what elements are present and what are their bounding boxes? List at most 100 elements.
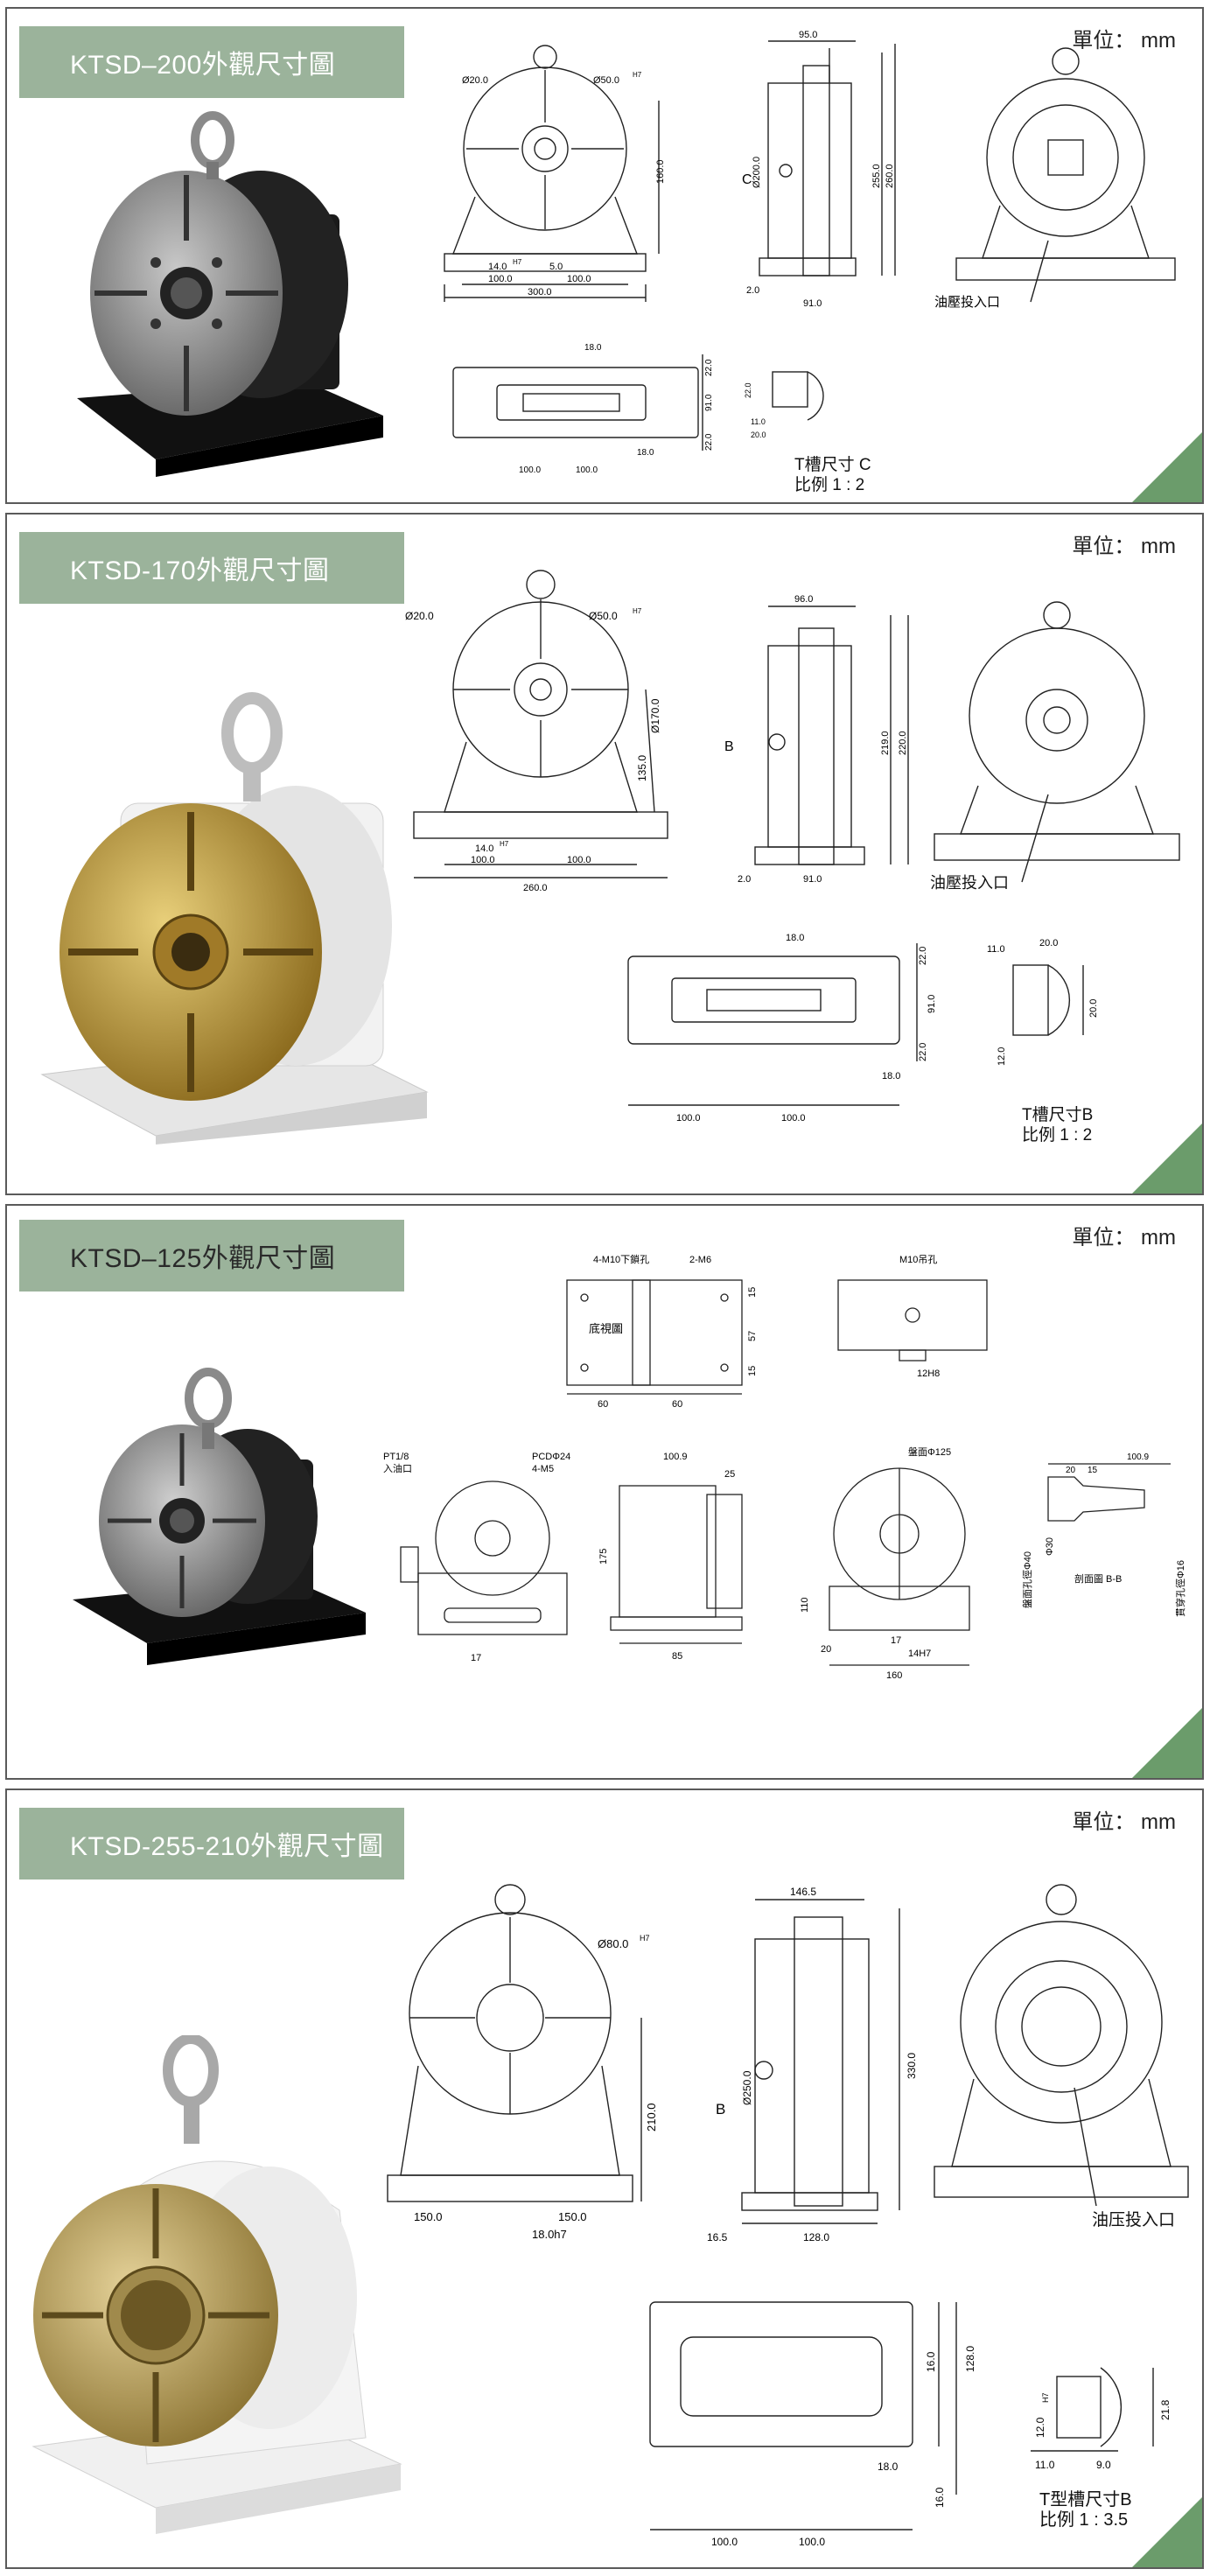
dim-side-h2: 260.0 <box>885 164 895 188</box>
dim-bottom-w1: 60 <box>598 1399 608 1410</box>
dim-top-12: 12H8 <box>917 1368 940 1379</box>
slot-detail-drawing: 11.0 20.0 20.0 12.0 <box>987 938 1099 1066</box>
dim-side-b1: 16.5 <box>707 2231 728 2244</box>
product-photo <box>40 692 429 1144</box>
dim-d2-sup: H7 <box>633 607 642 615</box>
front-view-drawing: Ø80.0 H7 210.0 150.0 150.0 18.0h7 <box>387 1884 658 2241</box>
dim-slot-a: 22.0 <box>744 382 752 398</box>
unit-label: 單位： mm <box>1072 29 1176 52</box>
dim-f-m5: 4-M5 <box>532 1464 554 1474</box>
dim-d1: Ø80.0 <box>598 1937 628 1950</box>
dim-side-b2: 91.0 <box>803 874 822 885</box>
dim-side-d: Ø200.0 <box>752 157 762 188</box>
dim-bottom-a: 4-M10下鎖孔 <box>593 1253 649 1265</box>
dim-top-c: 91.0 <box>704 394 714 411</box>
dim-r-14: 14H7 <box>908 1648 931 1659</box>
dim-top-g: 100.0 <box>781 1113 806 1124</box>
slot-note-line1: T型槽尺寸B <box>1039 2490 1132 2510</box>
dim-d2: Ø50.0 <box>589 610 618 622</box>
oil-inlet-label: 油壓投入口 <box>934 295 1000 310</box>
product-photo <box>73 1368 366 1665</box>
dim-slot-a: 12.0 <box>1034 2417 1046 2438</box>
top-view-drawing: 18.0 22.0 91.0 22.0 18.0 100.0 100.0 <box>627 933 937 1124</box>
dim-front-w2: 100.0 <box>488 274 513 284</box>
dim-x-w: 100.9 <box>1127 1452 1149 1462</box>
bottom-view-drawing: 4-M10下鎖孔 2-M6 底視圖 60 60 15 57 15 <box>566 1253 758 1410</box>
dim-front-h: 210.0 <box>645 2103 658 2132</box>
corner-accent <box>1132 1708 1202 1778</box>
dim-side-top: 95.0 <box>799 30 817 40</box>
slot-detail-drawing: 22.0 11.0 20.0 <box>744 371 824 439</box>
top-view-drawing: M10吊孔 12H8 <box>837 1254 988 1379</box>
dim-side-h: 330.0 <box>906 2053 918 2079</box>
dim-x-d1: 盤面孔徑Φ40 <box>1022 1551 1033 1608</box>
dim-front-w1-sup: H7 <box>500 840 509 848</box>
dim-front-h1: 160.0 <box>655 159 666 184</box>
dim-front-w1-sup: H7 <box>513 258 522 266</box>
dim-d1: Ø20.0 <box>405 610 434 622</box>
dim-d2-sup: H7 <box>633 71 642 79</box>
panel-title: KTSD–200外觀尺寸圖 <box>19 26 404 98</box>
product-photo <box>77 111 383 477</box>
panel-title: KTSD–125外觀尺寸圖 <box>19 1220 404 1292</box>
dim-front-d: Ø170.0 <box>649 698 661 733</box>
dim-f-pt2: 入油口 <box>383 1462 412 1474</box>
unit-label: 單位： mm <box>1072 1226 1176 1250</box>
back-view-drawing <box>934 601 1180 883</box>
section-view-drawing: 100.9 20 15 盤面孔徑Φ40 Φ30 貫穿孔徑Φ16 剖面圖 B-B <box>1022 1452 1186 1617</box>
bottom-view-label: 底視圖 <box>589 1322 623 1335</box>
dim-front-w3: 100.0 <box>567 855 591 865</box>
dim-side-d: Ø250.0 <box>741 2070 753 2105</box>
dim-side-b1: 2.0 <box>738 874 751 885</box>
back-view-drawing: 油壓投入口 <box>934 47 1176 310</box>
dim-side-b1: 2.0 <box>746 285 759 296</box>
panel-ktsd-125: KTSD–125外觀尺寸圖 單位： mm 4-M10下鎖孔 2-M6 底視圖 6… <box>5 1204 1204 1780</box>
dim-s-85: 85 <box>672 1651 682 1662</box>
dim-side-h1: 219.0 <box>880 731 891 755</box>
front-view-drawing: Ø20.0 Ø50.0 H7 160.0 14.0 H7 5.0 100.0 1… <box>444 45 666 302</box>
dim-r-20: 20 <box>821 1644 831 1655</box>
panel-ktsd-200: KTSD–200外觀尺寸圖 單位： mm Ø2 <box>5 7 1204 504</box>
dim-top-b: 22.0 <box>918 947 928 965</box>
dim-x-d3: 貫穿孔徑Φ16 <box>1174 1560 1186 1617</box>
oil-inlet-label: 油壓投入口 <box>930 874 1009 892</box>
slot-note: T型槽尺寸B 比例 1 : 3.5 <box>1039 2490 1132 2530</box>
dim-slot-d: 9.0 <box>1096 2459 1111 2471</box>
dim-top-g: 100.0 <box>799 2536 825 2548</box>
dim-bottom-h2: 57 <box>747 1331 758 1341</box>
dim-front-w1: 14.0 <box>488 262 507 272</box>
dim-side-c: C <box>742 172 752 187</box>
dim-top-a: 18.0 <box>786 933 804 943</box>
dim-side-h1: 255.0 <box>871 164 882 188</box>
dim-x-b: 15 <box>1088 1466 1098 1475</box>
dim-slot-c: 20.0 <box>751 430 766 439</box>
side-view-drawing: 96.0 B 219.0 220.0 2.0 91.0 <box>724 594 909 885</box>
side-view-drawing: 95.0 Ø200.0 C 255.0 260.0 2.0 91.0 <box>742 30 896 309</box>
dim-side-b: B <box>716 2101 725 2118</box>
dim-top-e: 18.0 <box>882 1071 900 1082</box>
dim-front-w4: 260.0 <box>523 883 548 893</box>
front-view-drawing: Ø20.0 Ø50.0 H7 135.0 Ø170.0 14.0 H7 100.… <box>405 570 668 893</box>
panel-title: KTSD-255-210外觀尺寸圖 <box>19 1808 404 1880</box>
dim-top-b: 22.0 <box>704 359 714 376</box>
dim-r-160: 160 <box>886 1670 902 1681</box>
dim-d2: Ø50.0 <box>593 75 619 86</box>
dim-f-pt: PT1/8 <box>383 1452 409 1462</box>
dim-top-f: 100.0 <box>519 466 541 475</box>
side-view-drawing: 146.5 Ø250.0 B 330.0 16.5 128.0 <box>707 1886 918 2244</box>
corner-accent <box>1132 2497 1202 2567</box>
slot-detail-drawing: 12.0 H7 21.8 11.0 9.0 <box>1031 2367 1172 2471</box>
dim-slot-d: 12.0 <box>997 1047 1007 1066</box>
dim-top-m10: M10吊孔 <box>899 1254 937 1265</box>
dim-front-w2: 100.0 <box>471 855 495 865</box>
dim-bottom-h1: 15 <box>747 1287 758 1298</box>
panel-ktsd-255-210: KTSD-255-210外觀尺寸圖 單位： mm Ø80.0 H7 210.0 <box>5 1788 1204 2569</box>
dim-top-c: 91.0 <box>927 995 937 1013</box>
corner-accent <box>1132 1124 1202 1194</box>
panel-title: KTSD-170外觀尺寸圖 <box>19 532 404 604</box>
dim-front-h2: 5.0 <box>549 262 563 272</box>
back-view-drawing <box>934 1884 1189 2207</box>
dim-side-top: 146.5 <box>790 1886 816 1898</box>
dim-top-e: 18.0 <box>637 448 654 458</box>
dim-top-d: 22.0 <box>704 433 714 451</box>
